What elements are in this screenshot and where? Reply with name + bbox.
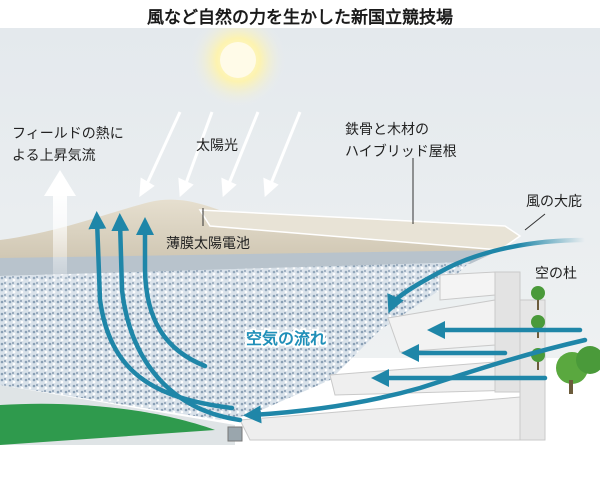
sunlight-ray-icon <box>139 111 302 198</box>
upper-stand-far <box>0 262 470 300</box>
label-solar-cell: 薄膜太陽電池 <box>166 236 250 252</box>
label-airflow: 空気の流れ <box>246 329 326 348</box>
label-roof-line1: 鉄骨と木材の <box>345 122 429 138</box>
sun-icon <box>190 28 286 108</box>
field <box>0 403 215 445</box>
updraft-arrow-icon <box>44 170 76 280</box>
airflow-arrow-icon <box>88 211 588 424</box>
page-title: 風など自然の力を生かした新国立競技場 <box>147 8 453 28</box>
label-sky-forest: 空の杜 <box>535 266 577 282</box>
eaves-leader-line <box>524 213 546 231</box>
drain-pit <box>227 426 243 442</box>
label-field-heat-line2: よる上昇気流 <box>12 148 96 164</box>
label-sunlight: 太陽光 <box>196 138 238 154</box>
seating-bowl <box>0 290 440 420</box>
label-field-heat-line1: フィールドの熱に <box>12 126 124 142</box>
roof-eaves-edge <box>198 209 522 251</box>
stadium-cross-section-diagram: フィールドの熱に よる上昇気流 太陽光 鉄骨と木材の ハイブリッド屋根 風の大庇… <box>0 28 600 445</box>
roof-underside <box>0 250 500 276</box>
label-roof-line2: ハイブリッド屋根 <box>345 143 457 160</box>
label-wind-eaves: 風の大庇 <box>526 194 582 210</box>
